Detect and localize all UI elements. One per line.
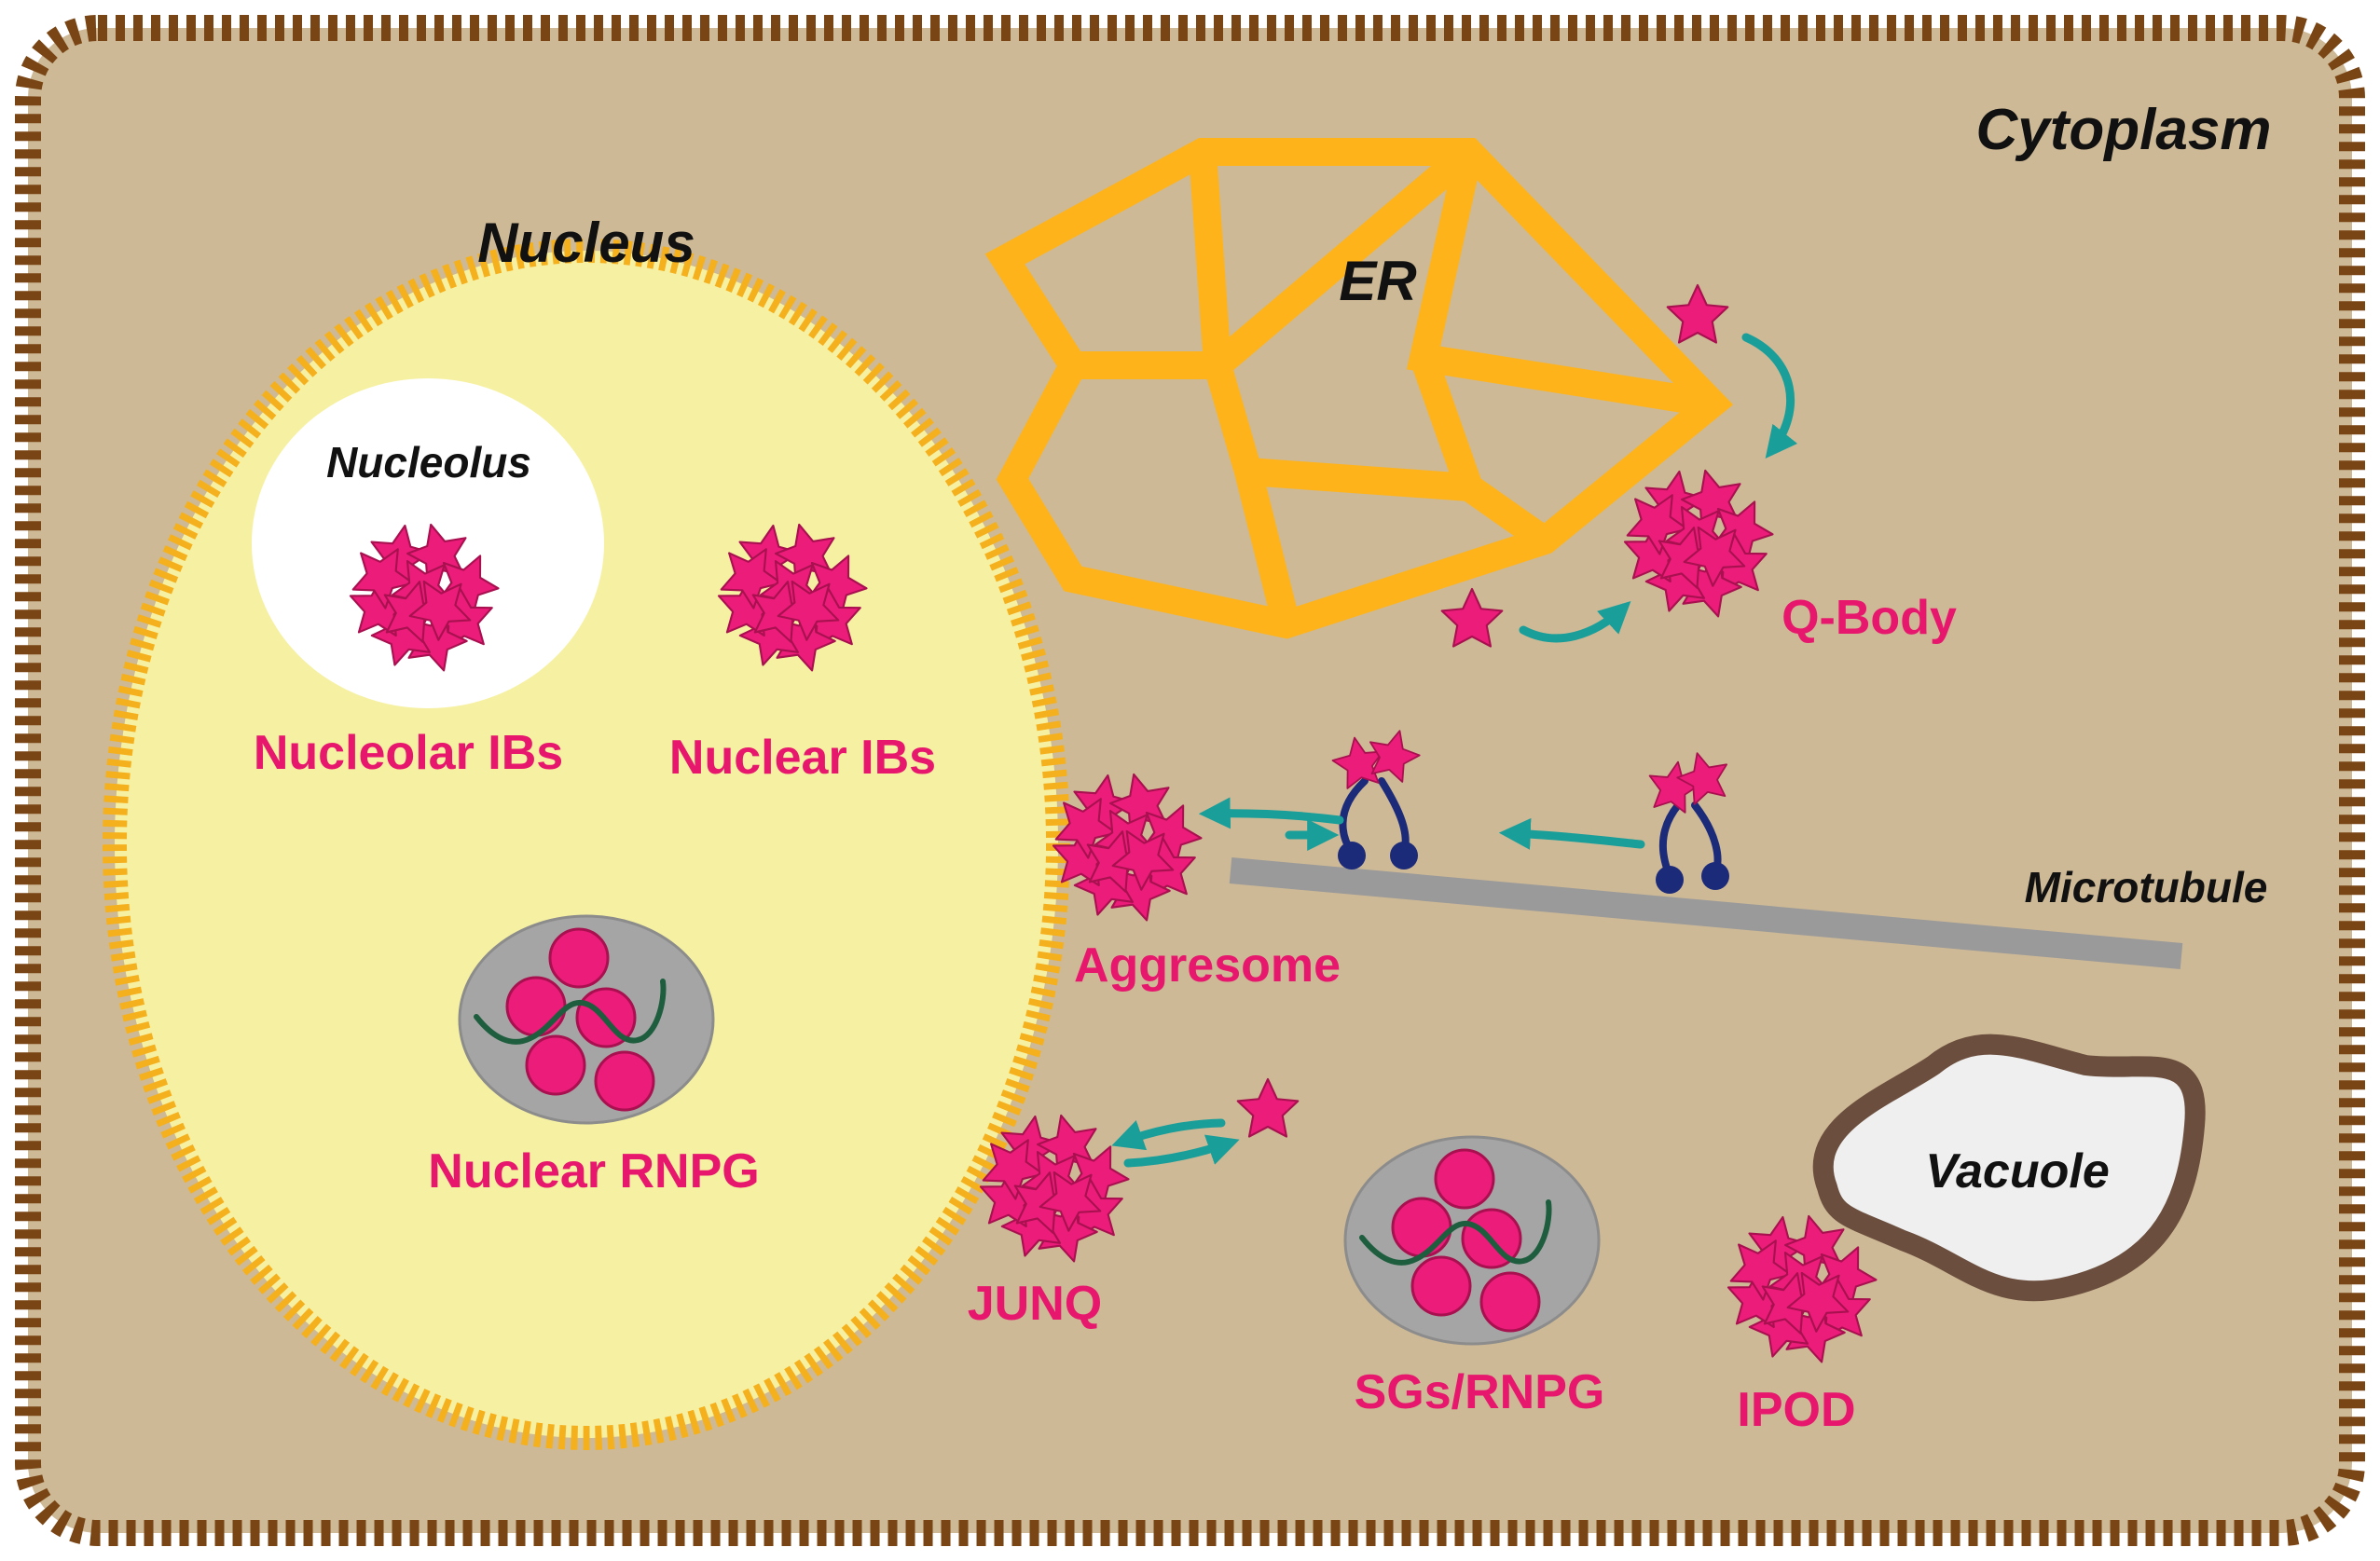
nuclear-rnpg-label: Nuclear RNPG [428, 1144, 759, 1198]
cytoplasm-label: Cytoplasm [1976, 98, 2272, 162]
arrow-to-q-body-top [1741, 333, 1798, 459]
aggresome-label: Aggresome [1074, 938, 1341, 993]
sgs-rnpg-granule [1345, 1137, 1599, 1344]
vacuole [1812, 1034, 2206, 1302]
ipod-label: IPOD [1737, 1383, 1855, 1437]
motor-protein-right [1644, 746, 1736, 894]
junq-label: JUNQ [968, 1277, 1102, 1331]
nucleolar-ibs-label: Nucleolar IBs [254, 726, 563, 780]
arrow-to-q-body-bottom [1519, 601, 1631, 643]
nuclear-rnpg-granule [460, 916, 713, 1123]
er-network [984, 138, 1734, 639]
arrow-along-microtubule [1498, 817, 1645, 850]
nuclear-ibs-label: Nuclear IBs [669, 731, 936, 785]
nucleolus-label: Nucleolus [326, 438, 531, 486]
arrow-to-aggresome [1198, 797, 1344, 829]
nucleus-label: Nucleus [477, 212, 695, 274]
arrow-from-junq [1123, 1134, 1240, 1168]
er-label: ER [1339, 250, 1416, 312]
microtubule-label: Microtubule [2025, 863, 2268, 911]
arrow-to-junq [1111, 1118, 1226, 1151]
microtubule [1229, 857, 2183, 969]
q-body-label: Q-Body [1782, 591, 1957, 645]
vacuole-label: Vacuole [1925, 1144, 2110, 1198]
sgs-rnpg-label: SGs/RNPG [1355, 1365, 1605, 1419]
nucleus [103, 239, 1070, 1450]
